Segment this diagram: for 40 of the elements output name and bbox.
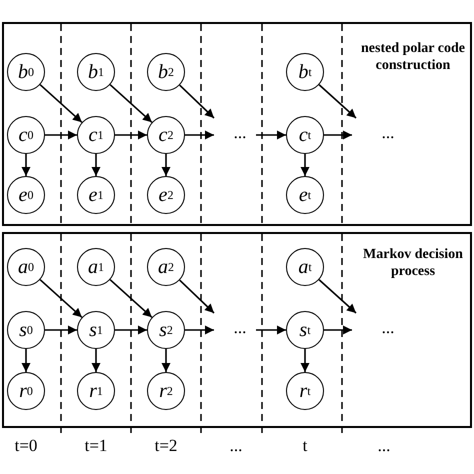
arrow — [300, 349, 310, 372]
arrow — [115, 130, 147, 140]
time-step-label: t=1 — [84, 436, 108, 456]
time-step-label: t — [302, 436, 308, 456]
arrow — [162, 154, 170, 176]
arrow — [179, 280, 215, 314]
panel-title: nested polar code construction — [360, 40, 466, 74]
arrow — [40, 84, 82, 123]
arrow — [318, 84, 357, 119]
arrow — [92, 349, 100, 372]
arrow — [318, 279, 357, 314]
ellipsis: ... — [232, 318, 248, 338]
time-step-label: t=2 — [154, 436, 178, 456]
ellipsis: ... — [232, 123, 248, 143]
arrow — [92, 154, 100, 176]
arrow — [256, 326, 286, 334]
arrow — [324, 326, 352, 334]
arrow — [185, 130, 214, 140]
arrow — [179, 84, 215, 119]
time-step-label: ... — [230, 436, 242, 456]
arrow — [110, 279, 152, 318]
arrow — [22, 349, 30, 372]
arrow — [185, 326, 214, 334]
ellipsis: ... — [380, 123, 396, 143]
arrow — [40, 279, 82, 318]
arrow — [45, 130, 77, 140]
arrow — [110, 84, 152, 123]
arrow — [115, 326, 147, 334]
arrow — [162, 349, 170, 372]
time-step-label: ... — [378, 436, 390, 456]
arrow — [300, 154, 310, 176]
arrow — [256, 130, 286, 140]
arrow — [45, 326, 77, 334]
panel-title: Markov decision process — [362, 246, 464, 280]
process-panel — [2, 22, 472, 226]
ellipsis: ... — [380, 318, 396, 338]
time-step-label: t=0 — [14, 436, 38, 456]
arrow — [324, 130, 352, 140]
process-panel — [2, 232, 472, 428]
arrow — [22, 154, 30, 176]
